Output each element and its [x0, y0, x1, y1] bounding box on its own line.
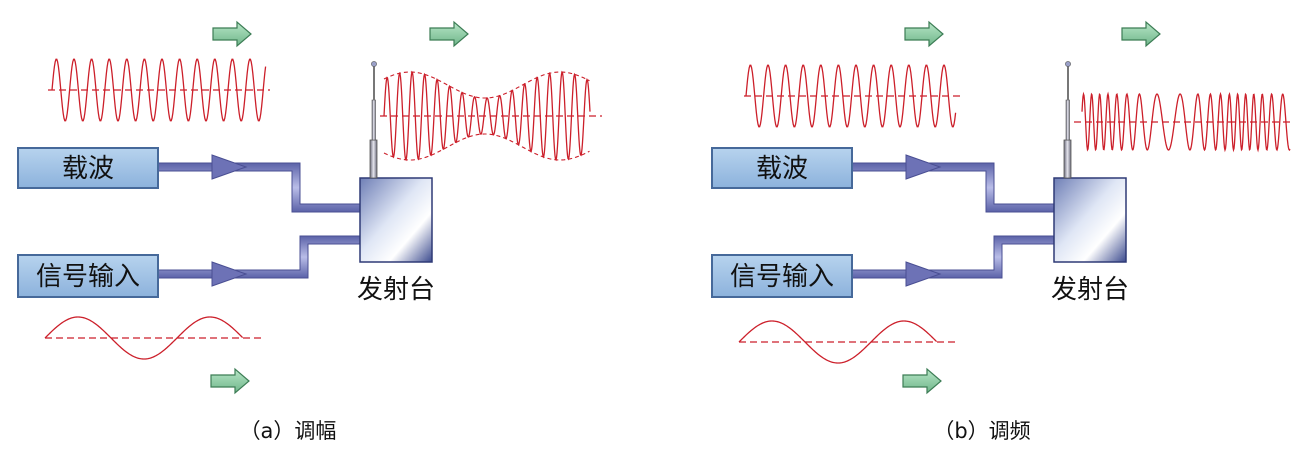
transmitter-label: 发射台: [1051, 275, 1129, 305]
panel-a: 载波 信号输入 发射台 （a）调幅: [17, 21, 602, 443]
right-arrow-icon: [1121, 21, 1161, 47]
fm-output-wave: [1081, 91, 1291, 153]
caption-a: （a）调幅: [240, 419, 337, 443]
am-envelope-top: [383, 71, 590, 99]
signal-wave: [738, 320, 938, 364]
panel-b: 载波 信号输入 发射台 （b）调频: [711, 21, 1294, 443]
right-arrow-icon: [212, 21, 252, 47]
am-output-wave: [383, 70, 591, 162]
carrier-wave: [51, 58, 267, 122]
right-arrow-icon: [429, 21, 469, 47]
signal-wave: [44, 316, 244, 360]
carrier-box-label: 载波: [62, 154, 114, 184]
signal-box-label: 信号输入: [730, 262, 834, 292]
transmitter-label: 发射台: [357, 275, 435, 305]
am-envelope-bottom: [383, 133, 590, 161]
carrier-wave: [745, 64, 957, 128]
right-arrow-icon: [902, 368, 942, 394]
carrier-box-label: 载波: [756, 154, 808, 184]
signal-box-label: 信号输入: [36, 262, 140, 292]
right-arrow-icon: [904, 21, 944, 47]
right-arrow-icon: [210, 368, 250, 394]
caption-b: （b）调频: [933, 419, 1030, 443]
